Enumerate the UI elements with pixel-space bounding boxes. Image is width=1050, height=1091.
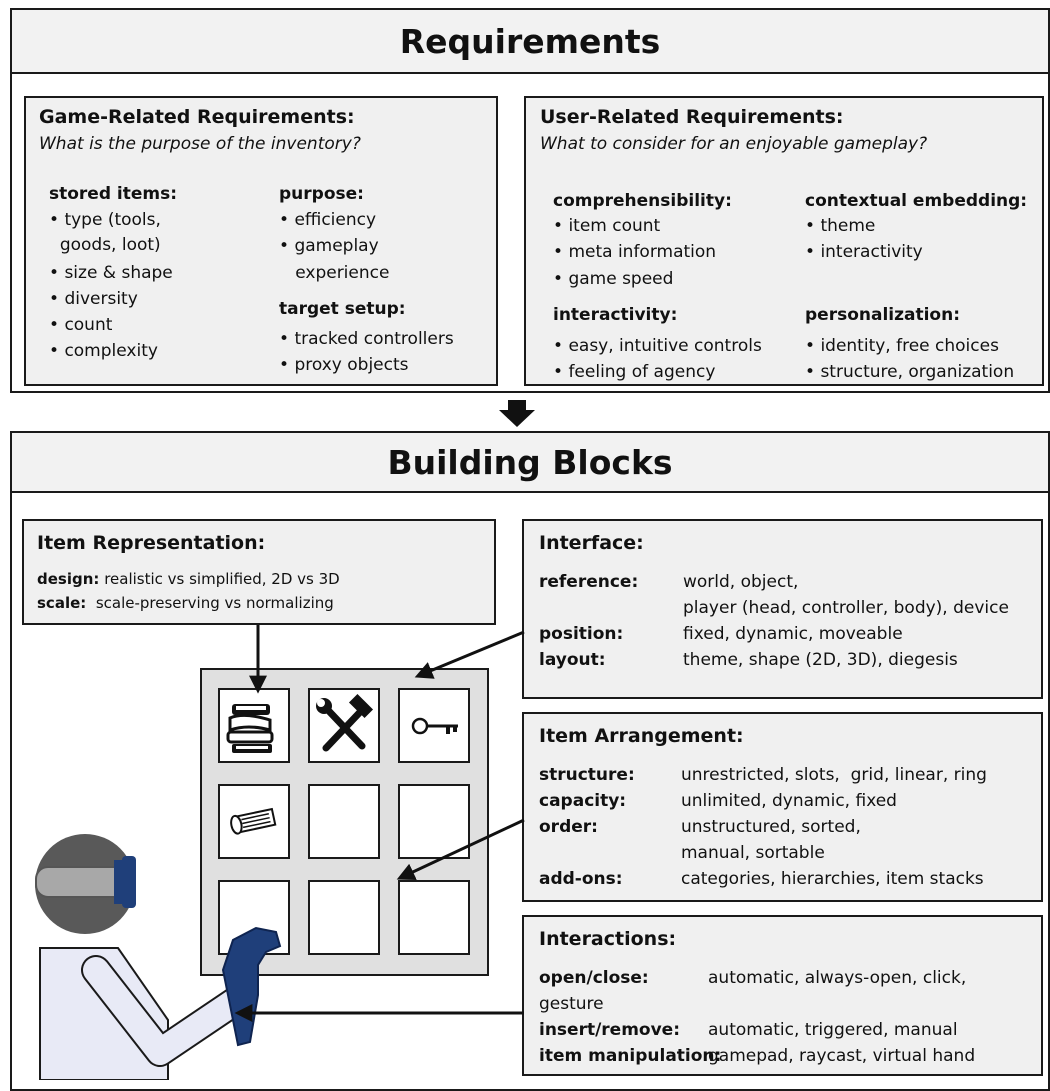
capacity-text: unlimited, dynamic, fixed bbox=[681, 791, 897, 811]
list-item: • count bbox=[49, 315, 113, 335]
list-item: • diversity bbox=[49, 289, 138, 309]
interactions-heading: Interactions: bbox=[539, 928, 677, 950]
item-representation-heading: Item Representation: bbox=[37, 532, 266, 554]
inventory-slot-scroll[interactable] bbox=[218, 784, 290, 859]
requirements-panel: Requirements Game-Related Requirements: … bbox=[10, 8, 1050, 393]
list-item: • easy, intuitive controls bbox=[553, 336, 762, 356]
addons-label: add-ons: bbox=[539, 869, 623, 889]
structure-label: structure: bbox=[539, 765, 635, 785]
list-item: • identity, free choices bbox=[805, 336, 999, 356]
interface-heading: Interface: bbox=[539, 532, 644, 554]
game-requirements-box: Game-Related Requirements: What is the p… bbox=[24, 96, 498, 386]
scale-row: scale: scale-preserving vs normalizing bbox=[37, 594, 334, 612]
item-representation-box: Item Representation: design: realistic v… bbox=[22, 519, 496, 625]
user-requirements-question: What to consider for an enjoyable gamepl… bbox=[540, 134, 928, 154]
item-arrangement-box: Item Arrangement: structure: unrestricte… bbox=[522, 712, 1043, 902]
structure-text: unrestricted, slots, grid, linear, ring bbox=[681, 765, 987, 785]
list-item: • game speed bbox=[553, 269, 674, 289]
reference-text: player (head, controller, body), device bbox=[683, 598, 1009, 618]
list-item: • interactivity bbox=[805, 242, 923, 262]
inventory-slot-empty[interactable] bbox=[308, 784, 380, 859]
item-manipulation-label: item manipulation: bbox=[539, 1046, 722, 1066]
capacity-label: capacity: bbox=[539, 791, 627, 811]
list-item: • item count bbox=[553, 216, 661, 236]
order-text: unstructured, sorted, bbox=[681, 817, 861, 837]
inventory-slot-empty[interactable] bbox=[398, 784, 470, 859]
item-arrangement-heading: Item Arrangement: bbox=[539, 725, 744, 747]
list-item: • structure, organization bbox=[805, 362, 1015, 382]
interactivity-label: interactivity: bbox=[553, 305, 678, 325]
purpose-label: purpose: bbox=[279, 184, 364, 204]
position-text: fixed, dynamic, moveable bbox=[683, 624, 903, 644]
personalization-label: personalization: bbox=[805, 305, 961, 325]
insert-remove-text: automatic, triggered, manual bbox=[708, 1020, 958, 1040]
inventory-slot-key[interactable] bbox=[398, 688, 470, 763]
user-requirements-box: User-Related Requirements: What to consi… bbox=[524, 96, 1044, 386]
contextual-embedding-label: contextual embedding: bbox=[805, 191, 1028, 211]
key-icon bbox=[411, 717, 458, 735]
inventory-slot-tools[interactable] bbox=[308, 688, 380, 763]
list-item: • efficiency bbox=[279, 210, 377, 230]
layout-label: layout: bbox=[539, 650, 606, 670]
position-label: position: bbox=[539, 624, 624, 644]
list-item: • type (tools, bbox=[49, 210, 161, 230]
target-setup-label: target setup: bbox=[279, 299, 406, 319]
item-manipulation-text: gamepad, raycast, virtual hand bbox=[708, 1046, 976, 1066]
requirements-title: Requirements bbox=[12, 10, 1048, 74]
inventory-slot-empty[interactable] bbox=[398, 880, 470, 955]
reference-text: world, object, bbox=[683, 572, 799, 592]
stored-items-label: stored items: bbox=[49, 184, 178, 204]
list-item: • size & shape bbox=[49, 263, 173, 283]
inventory-slot-empty[interactable] bbox=[308, 880, 380, 955]
scroll-icon bbox=[230, 807, 277, 835]
open-close-text: gesture bbox=[539, 994, 604, 1014]
books-icon bbox=[226, 704, 274, 753]
list-item: • feeling of agency bbox=[553, 362, 716, 382]
layout-text: theme, shape (2D, 3D), diegesis bbox=[683, 650, 958, 670]
list-item: • meta information bbox=[553, 242, 717, 262]
interactions-box: Interactions: open/close: automatic, alw… bbox=[522, 915, 1043, 1076]
comprehensibility-label: comprehensibility: bbox=[553, 191, 732, 211]
game-requirements-question: What is the purpose of the inventory? bbox=[39, 134, 361, 154]
hammer-wrench-icon bbox=[316, 693, 374, 752]
user-requirements-heading: User-Related Requirements: bbox=[540, 106, 844, 128]
down-arrow-icon bbox=[499, 400, 535, 427]
addons-text: categories, hierarchies, item stacks bbox=[681, 869, 984, 889]
list-item: • complexity bbox=[49, 341, 158, 361]
list-item: goods, loot) bbox=[59, 235, 161, 255]
game-requirements-heading: Game-Related Requirements: bbox=[39, 106, 355, 128]
inventory-slot-books[interactable] bbox=[218, 688, 290, 763]
list-item: • theme bbox=[805, 216, 876, 236]
building-blocks-title: Building Blocks bbox=[12, 433, 1048, 493]
list-item: • tracked controllers bbox=[279, 329, 454, 349]
order-label: order: bbox=[539, 817, 598, 837]
list-item: • proxy objects bbox=[279, 355, 409, 375]
list-item: • gameplay bbox=[279, 236, 379, 256]
list-item: experience bbox=[295, 263, 390, 283]
vr-user-icon bbox=[35, 834, 282, 1080]
design-row: design: realistic vs simplified, 2D vs 3… bbox=[37, 570, 340, 588]
reference-label: reference: bbox=[539, 572, 639, 592]
insert-remove-label: insert/remove: bbox=[539, 1020, 681, 1040]
open-close-text: automatic, always-open, click, bbox=[708, 968, 967, 988]
order-text: manual, sortable bbox=[681, 843, 825, 863]
interface-box: Interface: reference: world, object, pla… bbox=[522, 519, 1043, 699]
open-close-label: open/close: bbox=[539, 968, 649, 988]
